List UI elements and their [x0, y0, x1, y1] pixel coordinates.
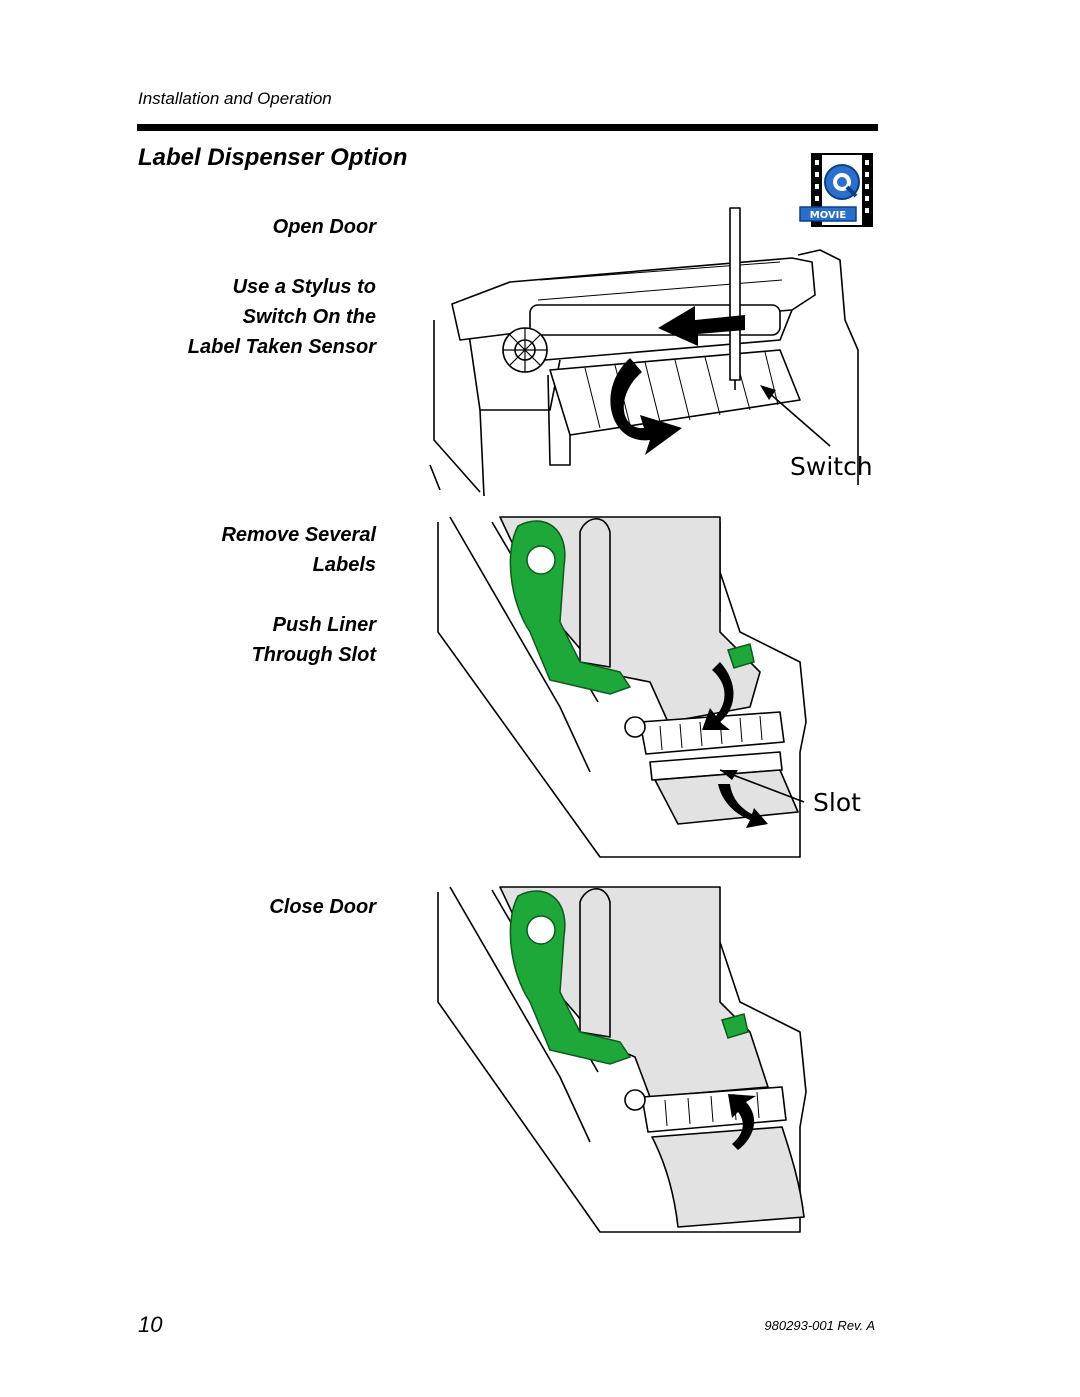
printer-open-door-illustration: Switch [420, 200, 880, 500]
step-line [188, 242, 376, 272]
slot-callout-label: Slot [813, 788, 861, 817]
step-line: Remove Several [221, 524, 376, 546]
step-line: Push Liner [272, 614, 376, 636]
step-line: Switch On the [242, 306, 376, 328]
movie-label: MOVIE [810, 210, 847, 221]
quicktime-movie-icon[interactable]: MOVIE [798, 152, 876, 228]
section-title: Label Dispenser Option [138, 144, 408, 171]
step-line: Label Taken Sensor [187, 336, 376, 358]
page-number: 10 [138, 1312, 163, 1337]
printer-liner-through-slot-illustration: Slot [420, 512, 880, 867]
step-line: Labels [312, 554, 376, 576]
step-open-door-text: Open Door Use a Stylus to Switch On the … [188, 212, 376, 362]
switch-callout-label: Switch [790, 452, 873, 481]
document-revision-number: 980293-001 Rev. A [764, 1318, 875, 1333]
step-close-door-text: Close Door [269, 892, 376, 922]
step-line: Use a Stylus to [232, 276, 376, 298]
running-header: Installation and Operation [138, 89, 332, 108]
step-line [221, 580, 376, 610]
header-rule [137, 124, 878, 131]
printer-closed-door-illustration [420, 882, 880, 1242]
step-line: Through Slot [251, 644, 376, 666]
step-line: Open Door [272, 216, 376, 238]
step-remove-labels-text: Remove Several Labels Push Liner Through… [221, 520, 376, 670]
step-line: Close Door [269, 896, 376, 918]
